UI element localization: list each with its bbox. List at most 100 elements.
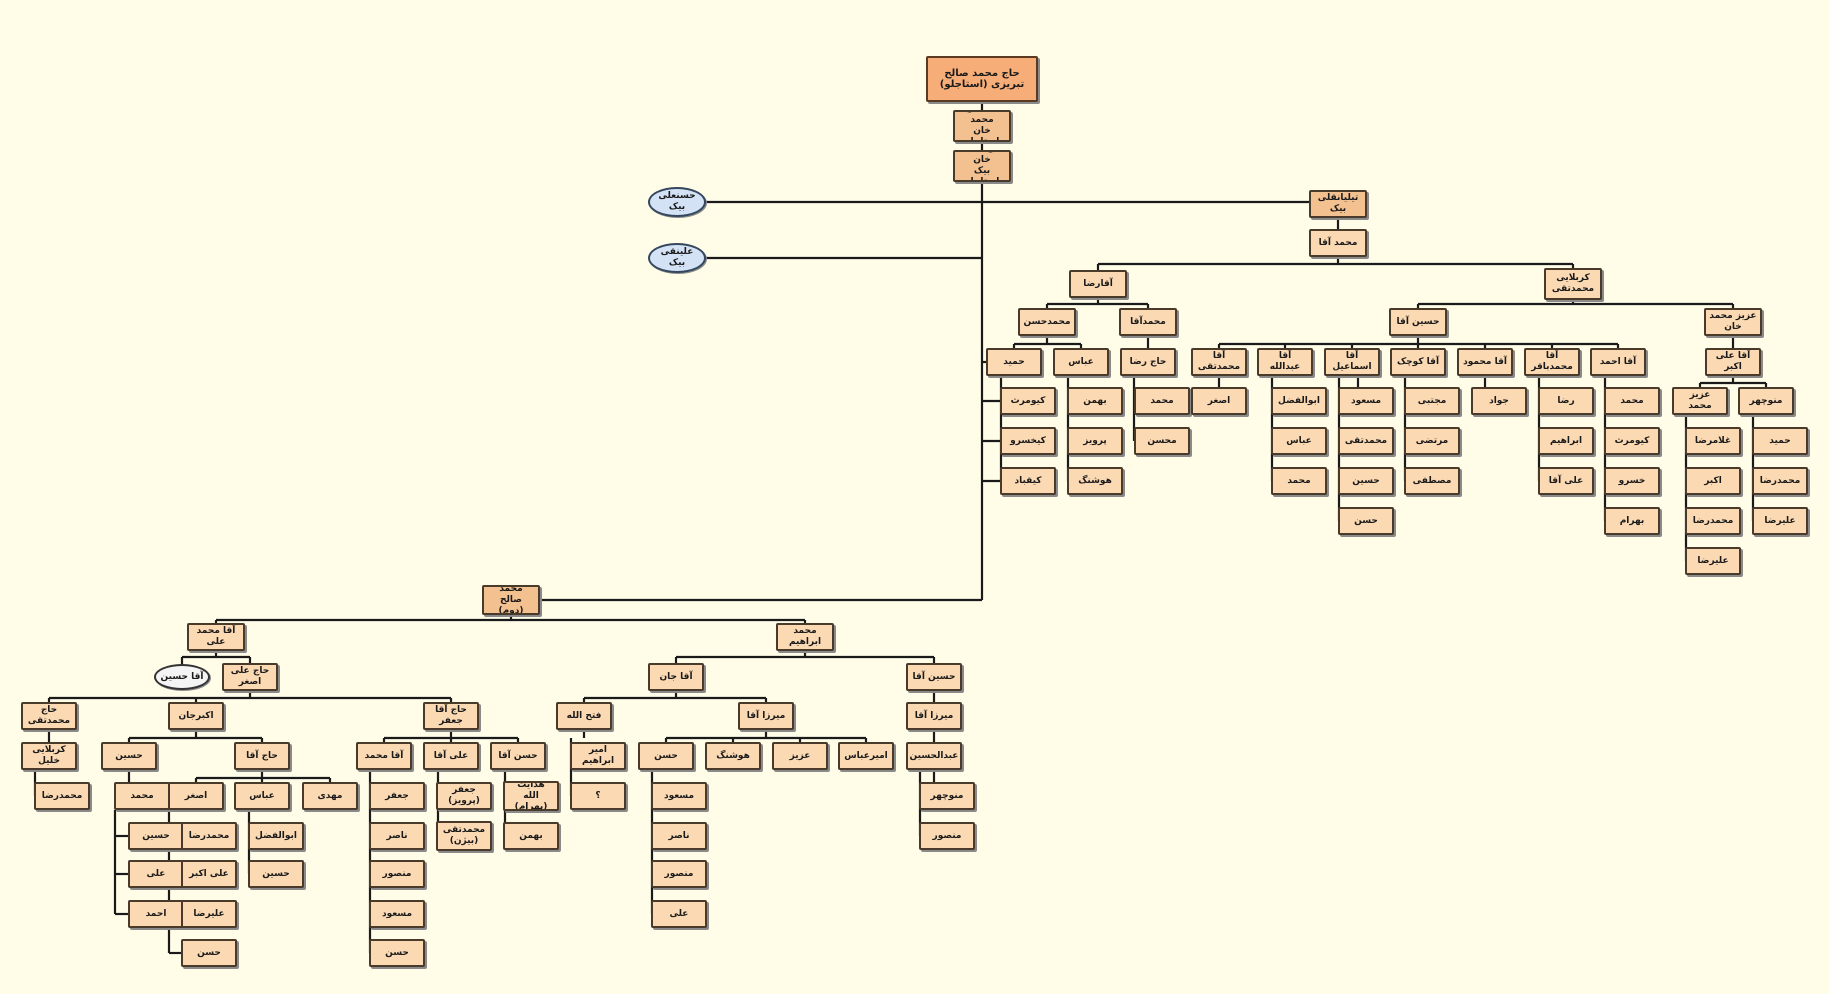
person-node-n28[interactable]: بهمن: [1067, 387, 1123, 415]
person-node-n89[interactable]: ابوالفضل: [248, 822, 304, 850]
person-node-n93[interactable]: حسن آقا: [490, 742, 546, 770]
person-node-n98[interactable]: حسن: [369, 939, 425, 967]
person-node-n3[interactable]: ددن محمد خان بیک استاجلو: [953, 150, 1011, 182]
person-node-n54[interactable]: غلامرضا: [1685, 427, 1741, 455]
person-node-n5[interactable]: علینقی بیک: [648, 243, 706, 273]
person-node-n62[interactable]: آقا محمد علی: [187, 623, 245, 651]
person-node-n21[interactable]: آقا محمود: [1457, 348, 1513, 376]
person-node-n10[interactable]: محمدحسن: [1018, 308, 1076, 336]
person-node-n2[interactable]: سلطان محمد خان استاجلو: [953, 110, 1011, 142]
person-node-n105[interactable]: حسن: [638, 742, 694, 770]
person-node-n41[interactable]: مجتبی: [1404, 387, 1460, 415]
person-node-n44[interactable]: جواد: [1471, 387, 1527, 415]
person-node-n16[interactable]: حاج رضا: [1120, 348, 1176, 376]
person-node-n1[interactable]: حاج محمد صالح تبریزی (استاجلو): [926, 56, 1038, 102]
person-node-n106[interactable]: هوشنگ: [705, 742, 761, 770]
person-node-n111[interactable]: منصور: [651, 860, 707, 888]
person-node-n99[interactable]: جعفر (پرویز): [436, 782, 492, 810]
person-node-n92[interactable]: علی آقا: [423, 742, 479, 770]
person-node-n80[interactable]: علی: [128, 860, 184, 888]
person-node-n107[interactable]: عزیز: [772, 742, 828, 770]
person-node-n17[interactable]: آقا محمدتقی: [1191, 348, 1247, 376]
person-node-n31[interactable]: محمد: [1134, 387, 1190, 415]
person-node-n85[interactable]: محمدرضا: [181, 822, 237, 850]
person-node-n114[interactable]: منوچهر: [919, 782, 975, 810]
person-node-n68[interactable]: حاج محمدتقی: [21, 702, 77, 730]
person-node-n18[interactable]: آقا عبدالله: [1257, 348, 1313, 376]
person-node-n50[interactable]: خسرو: [1604, 467, 1660, 495]
person-node-n101[interactable]: هدایت الله (بهرام): [503, 781, 559, 811]
person-node-n37[interactable]: مسعود: [1338, 387, 1394, 415]
person-node-n36[interactable]: محمد: [1271, 467, 1327, 495]
person-node-n38[interactable]: محمدتقی: [1338, 427, 1394, 455]
person-node-n57[interactable]: علیرضا: [1685, 547, 1741, 575]
person-node-n63[interactable]: محمد ابراهیم: [776, 623, 834, 651]
person-node-n14[interactable]: حمید: [986, 348, 1042, 376]
person-node-n100[interactable]: محمدتقی (بیژن): [436, 821, 492, 851]
person-node-n35[interactable]: عباس: [1271, 427, 1327, 455]
person-node-n30[interactable]: هوشنگ: [1067, 467, 1123, 495]
person-node-n58[interactable]: حمید: [1752, 427, 1808, 455]
person-node-n71[interactable]: فتح الله: [556, 702, 612, 730]
person-node-n6[interactable]: تیلیانقلی بیک: [1309, 190, 1367, 218]
person-node-n96[interactable]: منصور: [369, 860, 425, 888]
person-node-n29[interactable]: پرویز: [1067, 427, 1123, 455]
person-node-n24[interactable]: آقا علی اکبر: [1705, 348, 1761, 376]
person-node-n8[interactable]: آقارضا: [1069, 270, 1127, 298]
person-node-n82[interactable]: اصغر: [168, 782, 224, 810]
person-node-n19[interactable]: آقا اسماعیل: [1324, 348, 1380, 376]
person-node-n42[interactable]: مرتضی: [1404, 427, 1460, 455]
person-node-n34[interactable]: ابوالفضل: [1271, 387, 1327, 415]
person-node-n56[interactable]: محمدرضا: [1685, 507, 1741, 535]
person-node-n83[interactable]: عباس: [234, 782, 290, 810]
person-node-n104[interactable]: ؟: [570, 782, 626, 810]
person-node-n72[interactable]: میرزا آقا: [738, 702, 794, 730]
person-node-n67[interactable]: حسین آقا: [906, 663, 962, 691]
person-node-n43[interactable]: مصطفی: [1404, 467, 1460, 495]
person-node-n9[interactable]: کربلایی محمدتقی: [1544, 268, 1602, 300]
person-node-n77[interactable]: حاج آقا: [234, 742, 290, 770]
person-node-n52[interactable]: عزیز محمد: [1672, 387, 1728, 415]
person-node-n84[interactable]: مهدی: [302, 782, 358, 810]
person-node-n45[interactable]: رضا: [1538, 387, 1594, 415]
person-node-n48[interactable]: محمد: [1604, 387, 1660, 415]
person-node-n70[interactable]: حاج آقا جعفر: [423, 702, 479, 730]
person-node-n33[interactable]: اصغر: [1191, 387, 1247, 415]
person-node-n95[interactable]: ناصر: [369, 822, 425, 850]
person-node-n87[interactable]: علیرضا: [181, 900, 237, 928]
person-node-n51[interactable]: بهرام: [1604, 507, 1660, 535]
person-node-n94[interactable]: جعفر: [369, 782, 425, 810]
person-node-n26[interactable]: کیخسرو: [1000, 427, 1056, 455]
person-node-n15[interactable]: عباس: [1053, 348, 1109, 376]
person-node-n113[interactable]: عبدالحسین: [906, 742, 962, 770]
person-node-n81[interactable]: احمد: [128, 900, 184, 928]
person-node-n103[interactable]: امیر ابراهیم: [570, 742, 626, 770]
person-node-n64[interactable]: آقا حسین: [154, 664, 210, 690]
person-node-n40[interactable]: حسن: [1338, 507, 1394, 535]
person-node-n22[interactable]: آقا محمدباقر: [1524, 348, 1580, 376]
person-node-n49[interactable]: کیومرث: [1604, 427, 1660, 455]
person-node-n108[interactable]: امیرعباس: [838, 742, 894, 770]
person-node-n97[interactable]: مسعود: [369, 900, 425, 928]
person-node-n59[interactable]: محمدرضا: [1752, 467, 1808, 495]
person-node-n46[interactable]: ابراهیم: [1538, 427, 1594, 455]
person-node-n23[interactable]: آقا احمد: [1590, 348, 1646, 376]
person-node-n75[interactable]: محمدرضا: [34, 782, 90, 810]
person-node-n32[interactable]: محسن: [1134, 427, 1190, 455]
person-node-n65[interactable]: حاج علی اصغر: [222, 663, 278, 691]
person-node-n39[interactable]: حسین: [1338, 467, 1394, 495]
person-node-n11[interactable]: محمدآقا: [1119, 308, 1177, 336]
person-node-n55[interactable]: اکبر: [1685, 467, 1741, 495]
person-node-n109[interactable]: مسعود: [651, 782, 707, 810]
person-node-n61[interactable]: محمد صالح (دوم): [482, 585, 540, 615]
person-node-n12[interactable]: حسین آقا: [1389, 308, 1447, 336]
person-node-n20[interactable]: آقا کوچک: [1390, 348, 1446, 376]
person-node-n110[interactable]: ناصر: [651, 822, 707, 850]
person-node-n7[interactable]: محمد آقا: [1309, 229, 1367, 257]
person-node-n79[interactable]: حسین: [128, 822, 184, 850]
person-node-n4[interactable]: حسنعلی بیک: [648, 187, 706, 217]
person-node-n91[interactable]: آقا محمد: [356, 742, 412, 770]
person-node-n76[interactable]: حسین: [101, 742, 157, 770]
person-node-n90[interactable]: حسین: [248, 860, 304, 888]
person-node-n27[interactable]: کیقباد: [1000, 467, 1056, 495]
